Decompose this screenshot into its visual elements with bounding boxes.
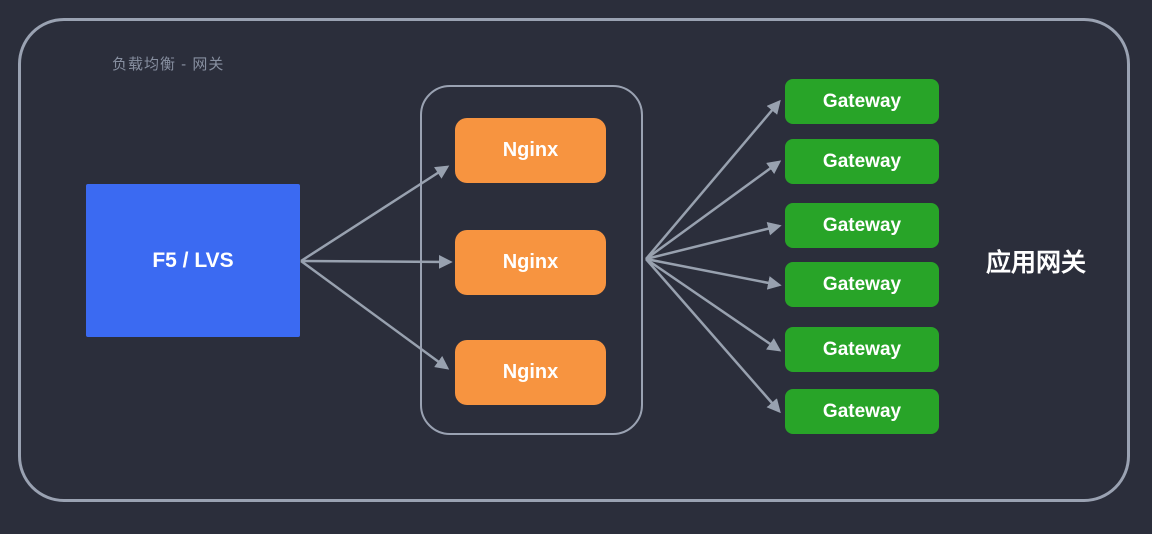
diagram-title: 负载均衡 - 网关: [112, 56, 225, 73]
outer-group-frame: [18, 18, 1130, 502]
gateway-node-1: Gateway: [785, 79, 939, 124]
gateway-node-4: Gateway: [785, 262, 939, 307]
nginx-cluster-frame: [420, 85, 643, 435]
nginx-node-1: Nginx: [455, 118, 606, 183]
gateway-node-6: Gateway: [785, 389, 939, 434]
nginx-node-3: Nginx: [455, 340, 606, 405]
gateway-node-2: Gateway: [785, 139, 939, 184]
nginx-node-2: Nginx: [455, 230, 606, 295]
gateway-node-3: Gateway: [785, 203, 939, 248]
gateway-node-5: Gateway: [785, 327, 939, 372]
application-gateway-label: 应用网关: [986, 249, 1087, 277]
f5-lvs-node: F5 / LVS: [86, 184, 300, 337]
